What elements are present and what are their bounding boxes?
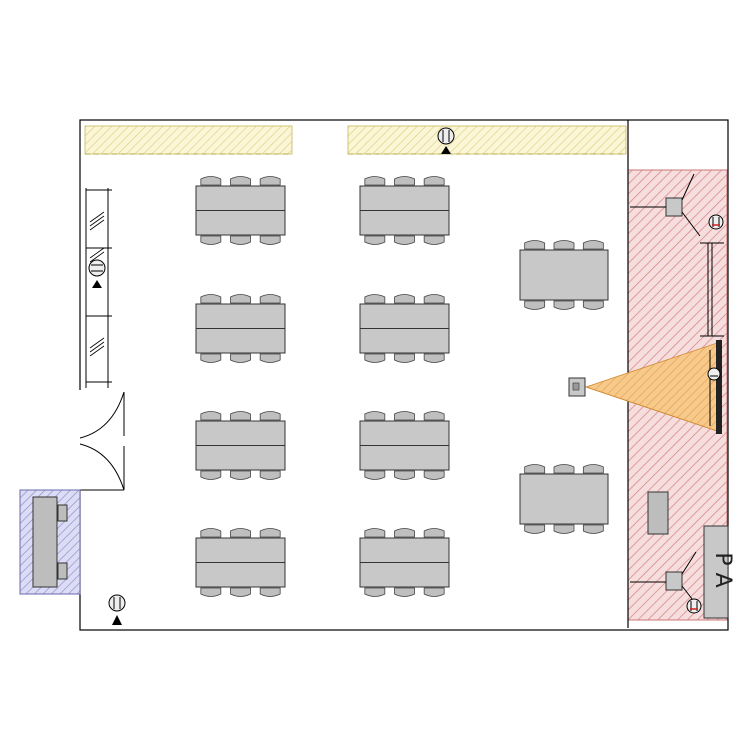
top-wall-strips [84,125,627,155]
chair [553,464,575,474]
left-windows [85,188,112,388]
chair [394,235,415,245]
mic-icon-stage-bottom [686,598,702,614]
outside-booth [19,489,81,595]
chair [200,587,222,597]
chair [394,176,415,186]
chair [200,528,222,538]
mic-icon-stage-mid [707,367,721,381]
chair [394,353,415,363]
lectern-icon [647,491,669,535]
chair [230,353,251,363]
chair [423,235,445,245]
chair [394,470,415,480]
table-group [359,176,450,245]
chair [259,353,281,363]
table-group [519,464,609,534]
chair [423,528,445,538]
chair [200,353,222,363]
chair [423,587,445,597]
stage-rail [700,242,724,337]
speaker-top-icon [630,173,701,237]
chair [230,235,251,245]
chair [230,411,251,421]
chair [553,300,575,310]
table-group [195,294,286,363]
chair [230,470,251,480]
chair [364,176,386,186]
chair [423,353,445,363]
chair [364,411,386,421]
table [519,473,609,525]
table-group [359,528,450,597]
speaker-bottom-icon [630,551,697,605]
table-group [195,176,286,245]
chair [394,528,415,538]
chair [524,464,546,474]
chair [423,294,445,304]
chair [364,587,386,597]
chair [423,411,445,421]
chair [259,587,281,597]
chair [364,470,386,480]
chair [582,524,604,534]
chair [200,411,222,421]
chair [259,528,281,538]
chair [200,294,222,304]
table-group [195,528,286,597]
chair [364,353,386,363]
chair [394,587,415,597]
chair [524,300,546,310]
chair [582,300,604,310]
pa-label: P A [710,552,735,587]
mic-icon-top [437,127,455,154]
chair [524,524,546,534]
chair [200,470,222,480]
table-group [195,411,286,480]
chair [230,294,251,304]
chair [582,464,604,474]
table [519,249,609,301]
projection-screen [709,340,722,434]
chair [259,411,281,421]
table-group [359,294,450,363]
entrance-door [79,391,125,491]
room-walls [78,119,729,631]
chair [524,240,546,250]
chair [230,587,251,597]
chair [582,240,604,250]
chair [394,411,415,421]
mic-icon-bottom [108,594,126,625]
chair [394,294,415,304]
table-group [519,240,609,310]
chair [230,528,251,538]
mic-icon-stage-top [708,214,724,230]
chair [259,235,281,245]
projector-icon [568,377,586,397]
chair [553,240,575,250]
chair [259,294,281,304]
chair [230,176,251,186]
chair [423,176,445,186]
chair [364,235,386,245]
pa-console: P A [703,525,735,619]
chair [423,470,445,480]
mic-icon-left [88,259,106,288]
table-group [359,411,450,480]
chair [553,524,575,534]
chair [364,294,386,304]
chair [259,176,281,186]
seating-tables [195,176,609,597]
chair [364,528,386,538]
chair [200,176,222,186]
chair [259,470,281,480]
chair [200,235,222,245]
